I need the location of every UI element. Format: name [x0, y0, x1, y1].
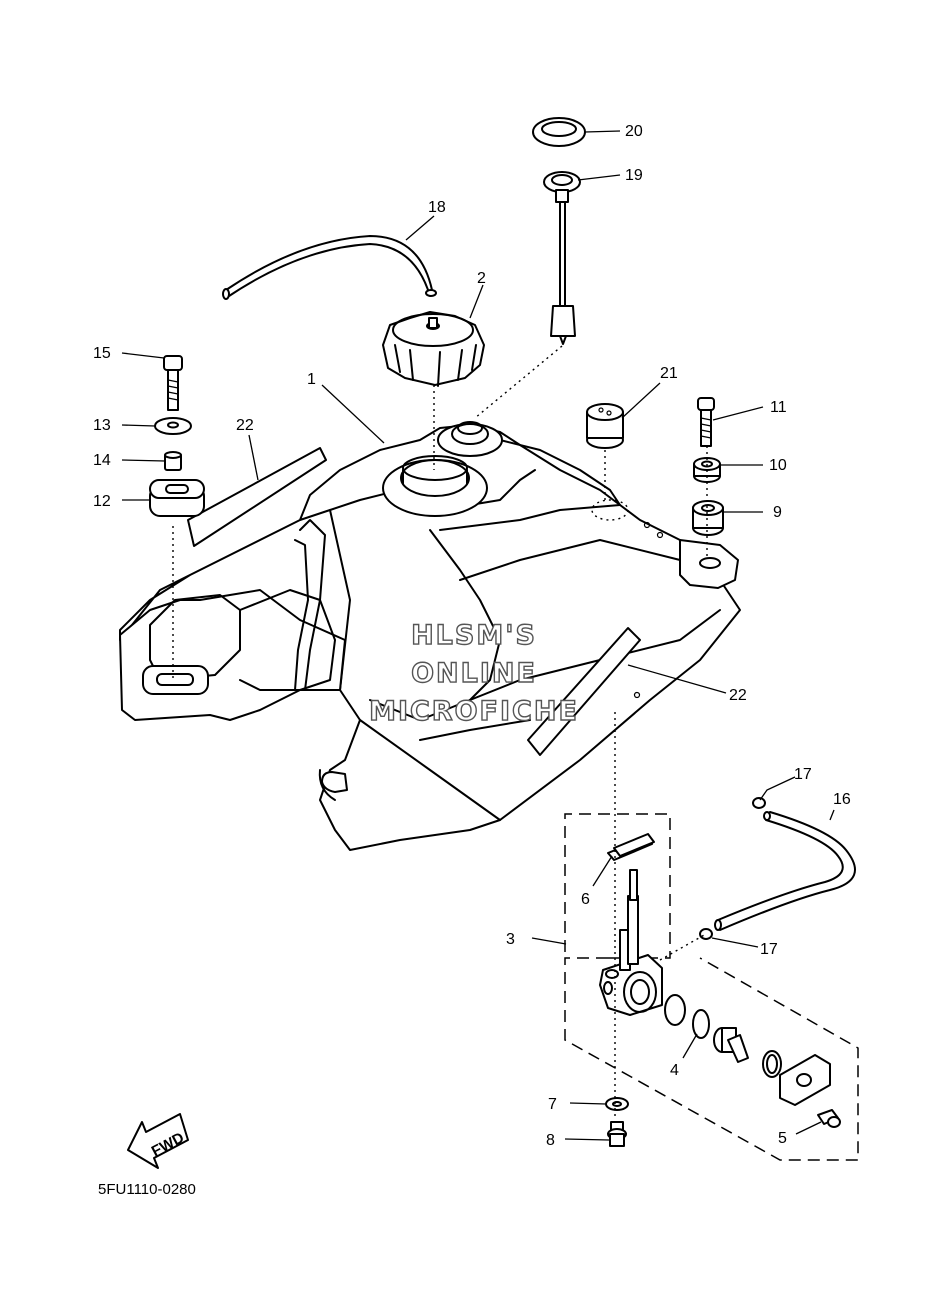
callout-21: 21 [660, 365, 678, 382]
callout-17-upper: 17 [794, 766, 812, 783]
washer-13 [154, 417, 192, 435]
callout-18: 18 [428, 199, 446, 216]
callout-2: 2 [477, 270, 486, 287]
cover-plate [779, 1054, 831, 1106]
o-ring-4 [664, 994, 710, 1039]
fuel-level-gauge [543, 171, 581, 345]
hose-clip-upper [752, 797, 766, 809]
fuel-cock-body [599, 869, 663, 1016]
callout-6: 6 [581, 891, 590, 908]
callout-12: 12 [93, 493, 111, 510]
lever-and-seal [713, 1027, 782, 1078]
collar-14 [164, 451, 182, 471]
callout-4: 4 [670, 1062, 679, 1079]
tank-pad-left [187, 447, 327, 547]
damper-12 [149, 479, 205, 517]
callout-19: 19 [625, 167, 643, 184]
callout-labels: 1 2 3 4 5 6 7 8 9 10 11 12 13 14 15 16 1… [93, 123, 851, 1149]
callout-9: 9 [773, 504, 782, 521]
tank-pad-right [527, 627, 641, 756]
callout-20: 20 [625, 123, 643, 140]
fwd-arrow-icon: FWD [127, 1113, 189, 1169]
breather-hose [222, 235, 437, 300]
diagram-code: 5FU1110-0280 [98, 1181, 196, 1198]
fuel-hose [714, 811, 856, 931]
callout-14: 14 [93, 452, 111, 469]
grommet-9 [692, 500, 724, 536]
watermark-line-2: ONLINE [411, 658, 537, 689]
fuel-tank [119, 421, 741, 851]
callout-1: 1 [307, 371, 316, 388]
screw-5 [817, 1109, 841, 1128]
callout-22-right: 22 [729, 687, 747, 704]
fuel-cap [382, 311, 485, 387]
callout-11: 11 [770, 399, 787, 416]
callout-3: 3 [506, 931, 515, 948]
callout-7: 7 [548, 1096, 557, 1113]
gauge-cap-ring [532, 117, 586, 147]
drain-bolt-8 [607, 1121, 627, 1147]
callout-5: 5 [778, 1130, 787, 1147]
leader-lines [121, 130, 835, 1141]
callout-15: 15 [93, 345, 111, 362]
callout-22-left: 22 [236, 417, 254, 434]
callout-8: 8 [546, 1132, 555, 1149]
bolt-15 [163, 355, 183, 411]
centerline-cock-side [659, 933, 707, 961]
callout-13: 13 [93, 417, 111, 434]
fuel-cock-strainer-6 [607, 833, 655, 861]
watermark-line-1: HLSM'S [411, 620, 537, 651]
bolt-11 [697, 397, 715, 447]
callout-16: 16 [833, 791, 851, 808]
washer-7 [605, 1097, 629, 1111]
watermark: HLSM'S ONLINE MICROFICHE [368, 619, 579, 727]
watermark-line-3: MICROFICHE [369, 696, 579, 727]
callout-17-lower: 17 [760, 941, 778, 958]
hose-clip-lower [699, 928, 713, 940]
callout-10: 10 [769, 457, 787, 474]
grommet-21 [586, 403, 624, 449]
centerline-gauge [474, 345, 563, 419]
